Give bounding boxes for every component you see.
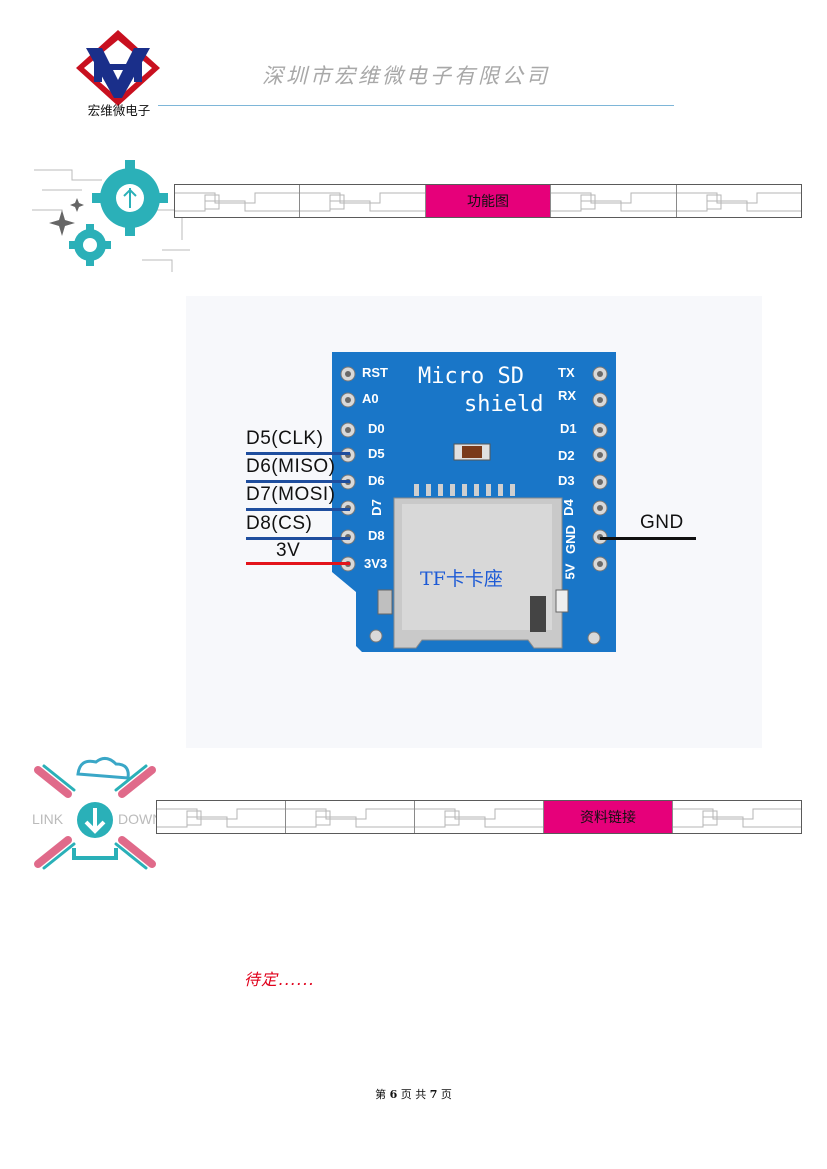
footer-suffix: 页 [440, 1088, 452, 1101]
microsd-shield-board: Micro SD shield RST A0 D0 D5 D6 D7 D8 3V… [332, 352, 616, 654]
silk-right-pin-5: D3 [558, 473, 575, 488]
silk-left-pin-6: D7 [368, 499, 384, 516]
banner-pattern-cell [286, 801, 415, 833]
silk-left-pin-7: D8 [368, 528, 385, 543]
silk-left-pin-5: D6 [368, 473, 385, 488]
annotation-d7-mosi: D7(MOSI) [246, 484, 336, 505]
silk-right-pin-2: RX [558, 388, 577, 403]
annotation-gnd: GND [640, 512, 684, 533]
annotation-d5-clk: D5(CLK) [246, 428, 324, 449]
annotation-line-d7 [246, 508, 350, 511]
silk-left-pin-3: D0 [368, 421, 385, 436]
header-divider [158, 105, 674, 106]
board-title-line1: Micro SD [418, 364, 524, 389]
board-title-line2: shield [464, 392, 544, 417]
footer-mid: 页 共 [400, 1088, 427, 1101]
section-banner-links: 资料链接 [156, 800, 802, 834]
annotation-line-3v [246, 562, 350, 565]
banner-pattern-cell [175, 185, 301, 217]
silk-left-pin-8: 3V3 [364, 556, 388, 571]
gear-icon [32, 150, 192, 275]
annotation-line-d6 [246, 480, 350, 483]
banner-pattern-cell [415, 801, 544, 833]
link-art-left-text: LINK [32, 811, 64, 827]
annotation-line-d5 [246, 452, 350, 455]
link-download-icon: LINK DOWN [30, 752, 162, 882]
annotation-line-d8 [246, 537, 350, 540]
logo-text: 宏维微电子 [87, 103, 151, 118]
section-banner-function: 功能图 [174, 184, 802, 218]
annotation-line-gnd [600, 537, 696, 540]
company-logo [72, 28, 164, 120]
company-name: 深圳市宏维微电子有限公司 [262, 64, 550, 88]
footer-page-number: 6 [389, 1088, 398, 1101]
silk-left-pin-4: D5 [368, 446, 385, 461]
page-footer: 第 6 页 共 7 页 [0, 1086, 827, 1102]
banner-pattern-cell [676, 185, 802, 217]
silk-right-pin-7: GND [562, 525, 578, 554]
silk-right-pin-1: TX [558, 365, 575, 380]
footer-prefix: 第 [375, 1088, 387, 1101]
banner-pattern-cell [551, 185, 677, 217]
silk-right-pin-4: D2 [558, 448, 575, 463]
section-title-links: 资料链接 [544, 801, 673, 833]
link-art-right-text: DOWN [118, 811, 160, 827]
silk-right-pin-8: 5V [562, 563, 578, 580]
silk-left-pin-1: RST [362, 365, 388, 380]
banner-pattern-cell [673, 801, 801, 833]
annotation-d6-miso: D6(MISO) [246, 456, 336, 477]
annotation-3v: 3V [276, 540, 301, 561]
banner-pattern-cell [157, 801, 286, 833]
silk-right-pin-6: D4 [560, 499, 576, 516]
download-link-pending-text: 待定...... [244, 970, 315, 989]
annotation-d8-cs: D8(CS) [246, 513, 313, 534]
tf-slot-label: TF卡卡座 [420, 568, 503, 590]
silk-right-pin-3: D1 [560, 421, 577, 436]
section-title-function: 功能图 [425, 185, 552, 217]
footer-total-pages: 7 [429, 1088, 438, 1101]
silk-left-pin-2: A0 [362, 391, 379, 406]
banner-pattern-cell [300, 185, 426, 217]
